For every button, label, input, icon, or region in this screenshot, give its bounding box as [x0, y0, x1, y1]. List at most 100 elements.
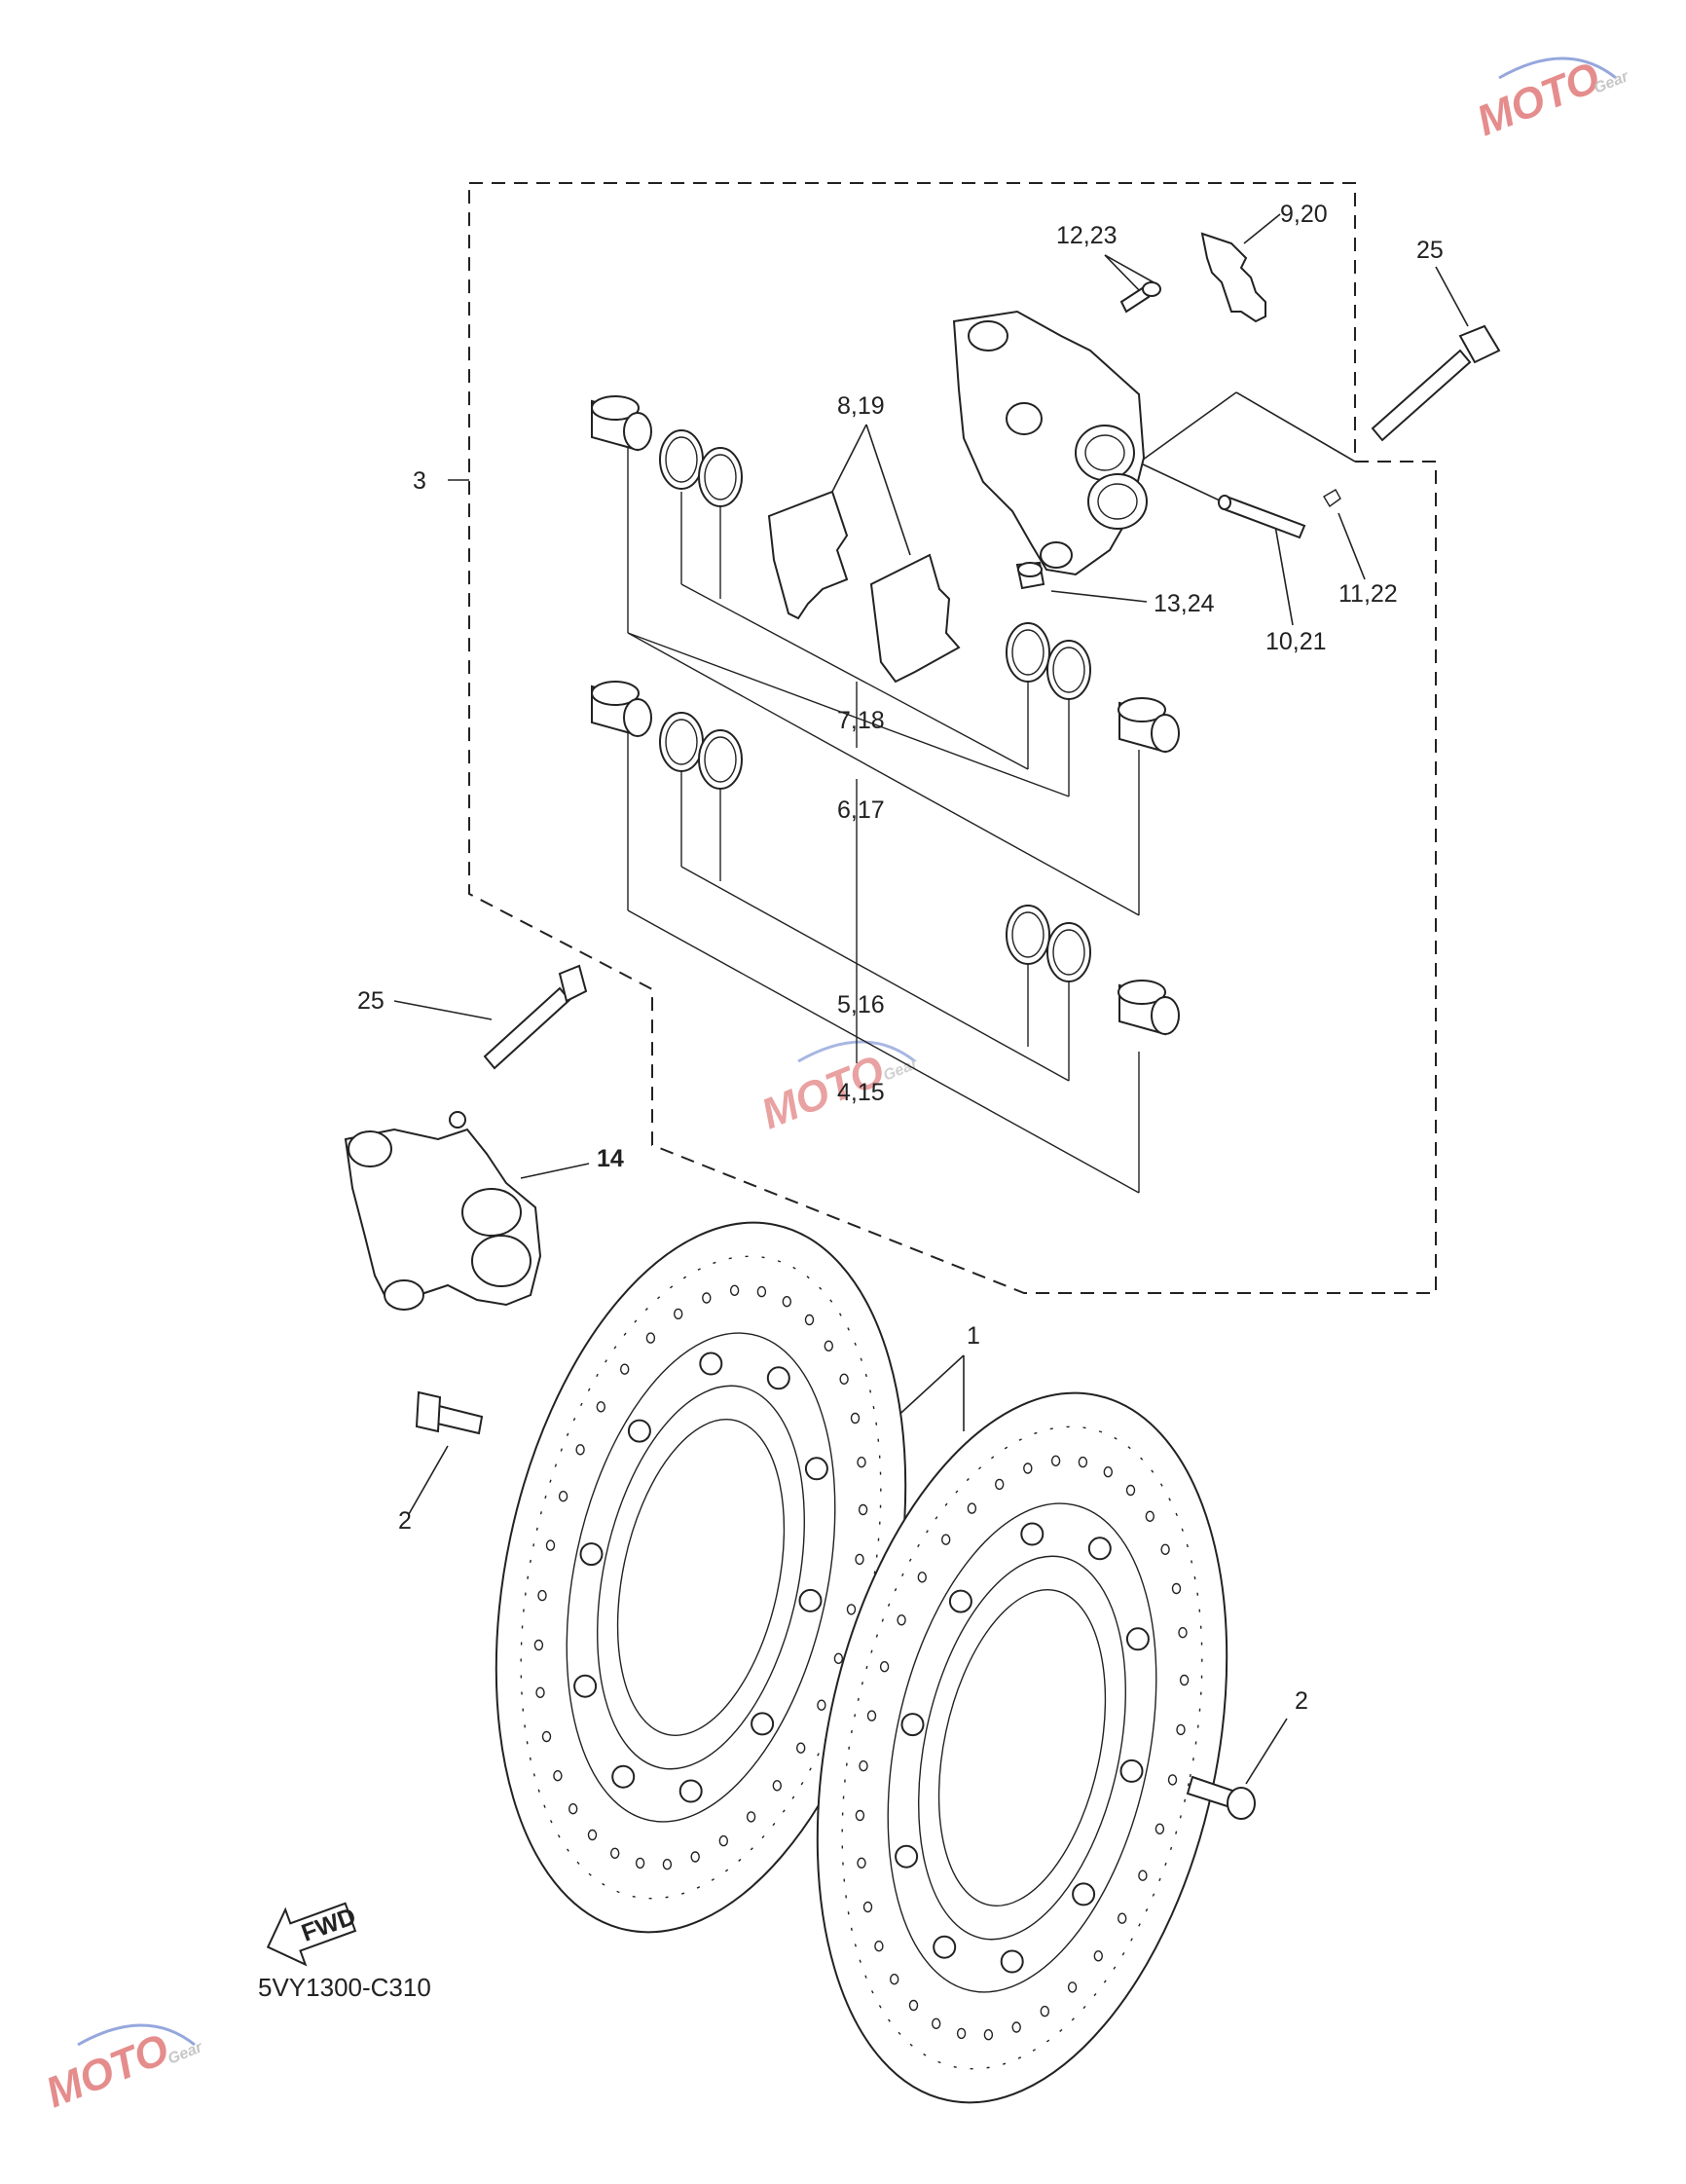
disc-hole	[568, 1802, 578, 1815]
disc-hole	[635, 1857, 645, 1869]
disc-hole	[718, 1834, 728, 1847]
pad-spring	[1200, 232, 1266, 323]
piston-seals	[659, 429, 1091, 982]
disc-hole	[575, 1444, 585, 1456]
disc-rivet	[1119, 1758, 1144, 1783]
callout-11-22: 11,22	[1338, 580, 1398, 608]
bleed-screw	[1119, 281, 1161, 314]
svg-text:Gear: Gear	[165, 2039, 205, 2068]
callout-4-15: 4,15	[837, 1079, 885, 1106]
watermark-logo-top-right: MOTO Gear	[1470, 54, 1631, 146]
disc-hole	[1176, 1723, 1186, 1736]
disc-hole	[535, 1686, 545, 1699]
disc-hole	[558, 1490, 568, 1502]
piston-upper-right	[1118, 697, 1180, 754]
disc-hole	[967, 1502, 977, 1514]
disc-hole	[850, 1412, 861, 1425]
disc-hole	[890, 1973, 899, 1985]
disc-hole	[645, 1332, 656, 1344]
disc-rivet	[573, 1674, 598, 1698]
disc-hole	[1011, 2021, 1021, 2033]
disc-hole	[839, 1373, 849, 1386]
kit-bracket-lines	[627, 448, 1140, 1194]
disc-hole	[917, 1572, 927, 1583]
callout-3: 3	[413, 467, 426, 495]
brake-pad-left	[767, 490, 849, 620]
disc-hole	[1145, 1510, 1155, 1523]
callout-1: 1	[967, 1322, 980, 1350]
disc-rivet	[804, 1457, 828, 1481]
svg-text:MOTO: MOTO	[39, 2025, 175, 2118]
callout-25-left: 25	[357, 987, 385, 1015]
disc-rivet	[1087, 1536, 1112, 1561]
callout-2-right: 2	[1295, 1687, 1308, 1715]
disc-hole	[620, 1363, 630, 1375]
watermark-logo-bottom-left: MOTO Gear	[39, 2023, 205, 2118]
disc-rivet	[1125, 1627, 1150, 1651]
disc-hole	[1067, 1981, 1078, 1993]
disc-hole	[772, 1780, 782, 1792]
caliper-bolt-left	[483, 964, 588, 1070]
callout-8-19: 8,19	[837, 392, 885, 420]
callout-14: 14	[597, 1145, 624, 1172]
disc-hole	[690, 1851, 700, 1863]
callout-6-17: 6,17	[837, 796, 885, 824]
disc-rivet	[766, 1366, 790, 1390]
disc-bolt-left	[415, 1390, 484, 1435]
disc-hole	[956, 2027, 967, 2040]
disc-rivet	[948, 1589, 972, 1613]
disc-hole	[908, 1999, 919, 2012]
brake-pad-right	[869, 553, 961, 684]
disc-rivet	[699, 1351, 723, 1376]
piston-upper-left	[591, 395, 652, 452]
caliper-upper	[952, 310, 1148, 576]
disc-hole	[941, 1534, 951, 1545]
disc-hole	[729, 1284, 740, 1297]
disc-hole	[874, 1940, 884, 1952]
disc-hole	[859, 1759, 868, 1772]
svg-text:MOTO: MOTO	[1470, 54, 1606, 146]
disc-hole	[862, 1901, 873, 1913]
disc-rivet	[933, 1935, 957, 1959]
disc-hole	[537, 1589, 547, 1602]
caliper-assembly-outline	[468, 182, 1437, 1294]
diagram-code: 5VY1300-C310	[258, 1973, 431, 2002]
disc-hole	[857, 1456, 866, 1468]
callout-7-18: 7,18	[837, 707, 885, 734]
disc-hole	[796, 1742, 806, 1754]
disc-hole	[879, 1660, 890, 1673]
caliper-lower	[344, 1111, 542, 1311]
disc-hole	[994, 1478, 1005, 1491]
disc-hole	[587, 1829, 598, 1841]
disc-rivet	[1072, 1882, 1096, 1906]
disc-hole	[866, 1710, 877, 1721]
svg-text:Gear: Gear	[1592, 68, 1631, 97]
disc-hole	[674, 1308, 683, 1320]
svg-text:Gear: Gear	[881, 1055, 921, 1085]
disc-hole	[897, 1614, 906, 1626]
pad-pin	[1218, 495, 1306, 539]
caliper-bolt-top	[1371, 324, 1501, 442]
disc-hole	[533, 1639, 544, 1651]
callout-9-20: 9,20	[1280, 201, 1328, 228]
disc-hole	[1093, 1950, 1104, 1962]
disc-hole	[1103, 1465, 1114, 1478]
disc-hole	[1078, 1456, 1088, 1468]
disc-hole	[756, 1285, 767, 1298]
callout-10-21: 10,21	[1265, 628, 1327, 655]
disc-rivet	[751, 1712, 775, 1736]
disc-hole	[541, 1730, 552, 1743]
disc-rivet	[579, 1542, 604, 1567]
disc-hole	[610, 1847, 620, 1860]
disc-hole	[855, 1809, 865, 1822]
fwd-arrow-icon: FWD	[266, 1902, 359, 1967]
disc-hole	[553, 1769, 563, 1782]
disc-hole	[855, 1553, 864, 1566]
disc-hole	[1171, 1582, 1182, 1595]
disc-hole	[846, 1604, 857, 1615]
disc-hole	[804, 1314, 815, 1326]
disc-rivet	[1000, 1949, 1024, 1974]
disc-rivet	[611, 1764, 636, 1789]
disc-hole	[857, 1857, 866, 1869]
